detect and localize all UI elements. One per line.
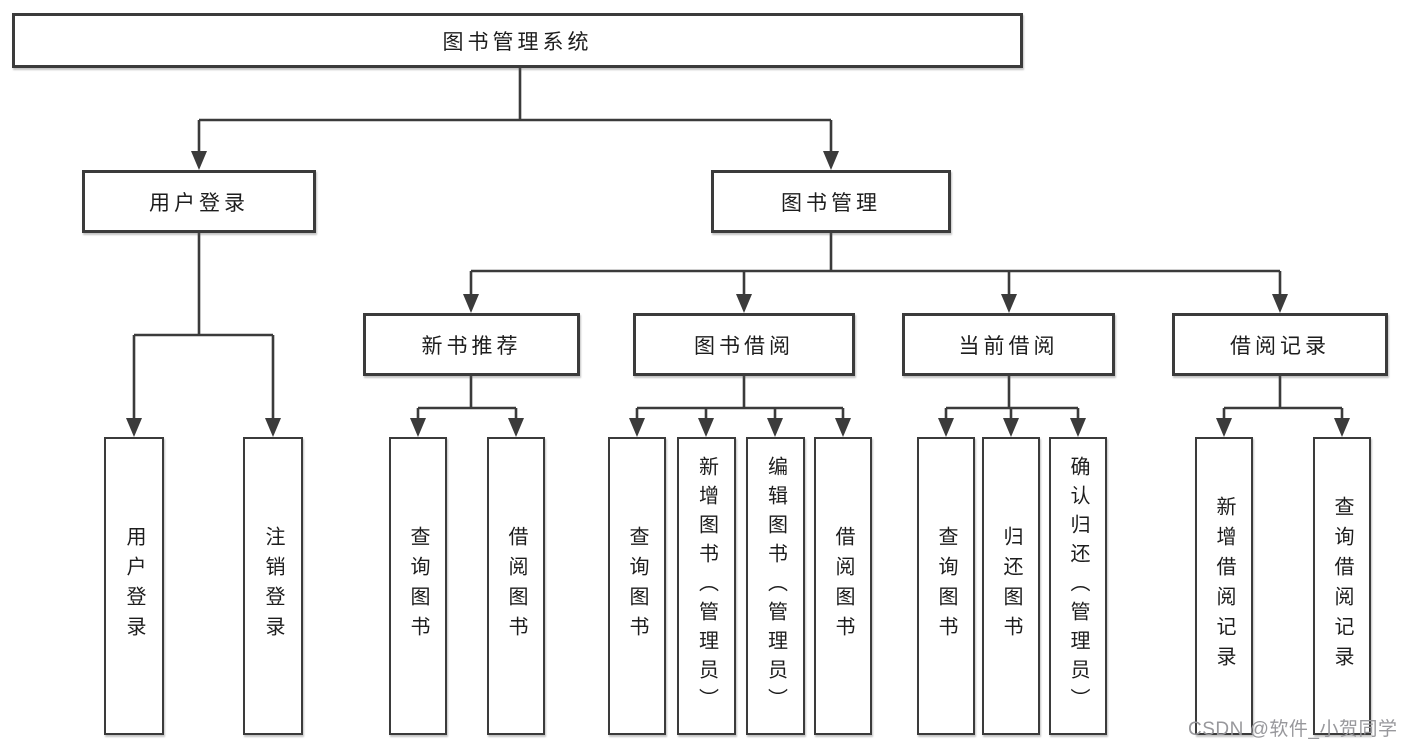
node-new-book-recommend: 新书推荐	[363, 313, 580, 376]
node-book-borrow: 图书借阅	[633, 313, 855, 376]
arrow-down-icon	[463, 294, 479, 313]
arrow-down-icon	[1001, 294, 1017, 313]
leaf-current-confirm-return-admin: 确认归还（管理员）	[1049, 437, 1107, 735]
node-book-management-label: 图书管理	[781, 191, 881, 215]
arrow-down-icon	[823, 151, 839, 170]
leaf-current-query-books-label: 查询图书	[935, 526, 957, 646]
arrow-down-icon	[1216, 418, 1232, 437]
arrow-down-icon	[698, 418, 714, 437]
leaf-logout-label: 注销登录	[262, 526, 284, 646]
leaf-borrow-borrow-books-label: 借阅图书	[832, 526, 854, 646]
arrow-down-icon	[126, 418, 142, 437]
node-new-book-recommend-label: 新书推荐	[421, 334, 522, 358]
arrow-down-icon	[1334, 418, 1350, 437]
leaf-borrow-query-books: 查询图书	[608, 437, 666, 735]
leaf-user-login-label: 用户登录	[123, 526, 145, 646]
connector-current-borrow-children	[938, 376, 1086, 437]
leaf-current-return-books-label: 归还图书	[1000, 526, 1022, 646]
connector-book-borrow-children	[629, 376, 851, 437]
arrow-down-icon	[508, 418, 524, 437]
node-current-borrow-label: 当前借阅	[958, 334, 1059, 358]
arrow-down-icon	[1070, 418, 1086, 437]
node-user-login-label: 用户登录	[149, 191, 249, 215]
arrow-down-icon	[191, 151, 207, 170]
arrow-down-icon	[629, 418, 645, 437]
connector-user-login-children	[126, 233, 281, 437]
connector-new-book-children	[410, 376, 524, 437]
leaf-newbook-borrow-books-label: 借阅图书	[505, 526, 527, 646]
connector-book-management-to-level3	[463, 233, 1288, 313]
leaf-borrow-borrow-books: 借阅图书	[814, 437, 872, 735]
leaf-current-return-books: 归还图书	[982, 437, 1040, 735]
leaf-records-add-record-label: 新增借阅记录	[1213, 496, 1235, 676]
leaf-borrow-add-books-admin: 新增图书（管理员）	[677, 437, 736, 735]
leaf-borrow-add-books-admin-label: 新增图书（管理员）	[695, 455, 718, 717]
leaf-user-login: 用户登录	[104, 437, 164, 735]
arrow-down-icon	[835, 418, 851, 437]
leaf-newbook-borrow-books: 借阅图书	[487, 437, 545, 735]
arrow-down-icon	[736, 294, 752, 313]
node-borrow-records-label: 借阅记录	[1230, 334, 1330, 358]
leaf-records-query-record: 查询借阅记录	[1313, 437, 1371, 735]
leaf-newbook-query-books-label: 查询图书	[407, 526, 429, 646]
node-root-label: 图书管理系统	[442, 30, 593, 54]
leaf-records-add-record: 新增借阅记录	[1195, 437, 1253, 735]
node-current-borrow: 当前借阅	[902, 313, 1115, 376]
connector-borrow-records-children	[1216, 376, 1350, 437]
leaf-borrow-edit-books-admin: 编辑图书（管理员）	[746, 437, 805, 735]
arrow-down-icon	[938, 418, 954, 437]
leaf-records-query-record-label: 查询借阅记录	[1331, 496, 1353, 676]
arrow-down-icon	[410, 418, 426, 437]
watermark-csdn: CSDN @软件_小贺同学	[1188, 719, 1398, 740]
node-book-management: 图书管理	[711, 170, 951, 233]
leaf-current-confirm-return-admin-label: 确认归还（管理员）	[1067, 455, 1089, 717]
node-book-borrow-label: 图书借阅	[694, 334, 794, 358]
node-user-login: 用户登录	[82, 170, 316, 233]
node-root: 图书管理系统	[12, 13, 1023, 68]
leaf-logout: 注销登录	[243, 437, 303, 735]
leaf-borrow-edit-books-admin-label: 编辑图书（管理员）	[764, 455, 787, 717]
leaf-borrow-query-books-label: 查询图书	[626, 526, 648, 646]
leaf-newbook-query-books: 查询图书	[389, 437, 447, 735]
arrow-down-icon	[767, 418, 783, 437]
connector-root-to-level2	[191, 68, 839, 170]
arrow-down-icon	[265, 418, 281, 437]
arrow-down-icon	[1003, 418, 1019, 437]
leaf-current-query-books: 查询图书	[917, 437, 975, 735]
node-borrow-records: 借阅记录	[1172, 313, 1388, 376]
arrow-down-icon	[1272, 294, 1288, 313]
